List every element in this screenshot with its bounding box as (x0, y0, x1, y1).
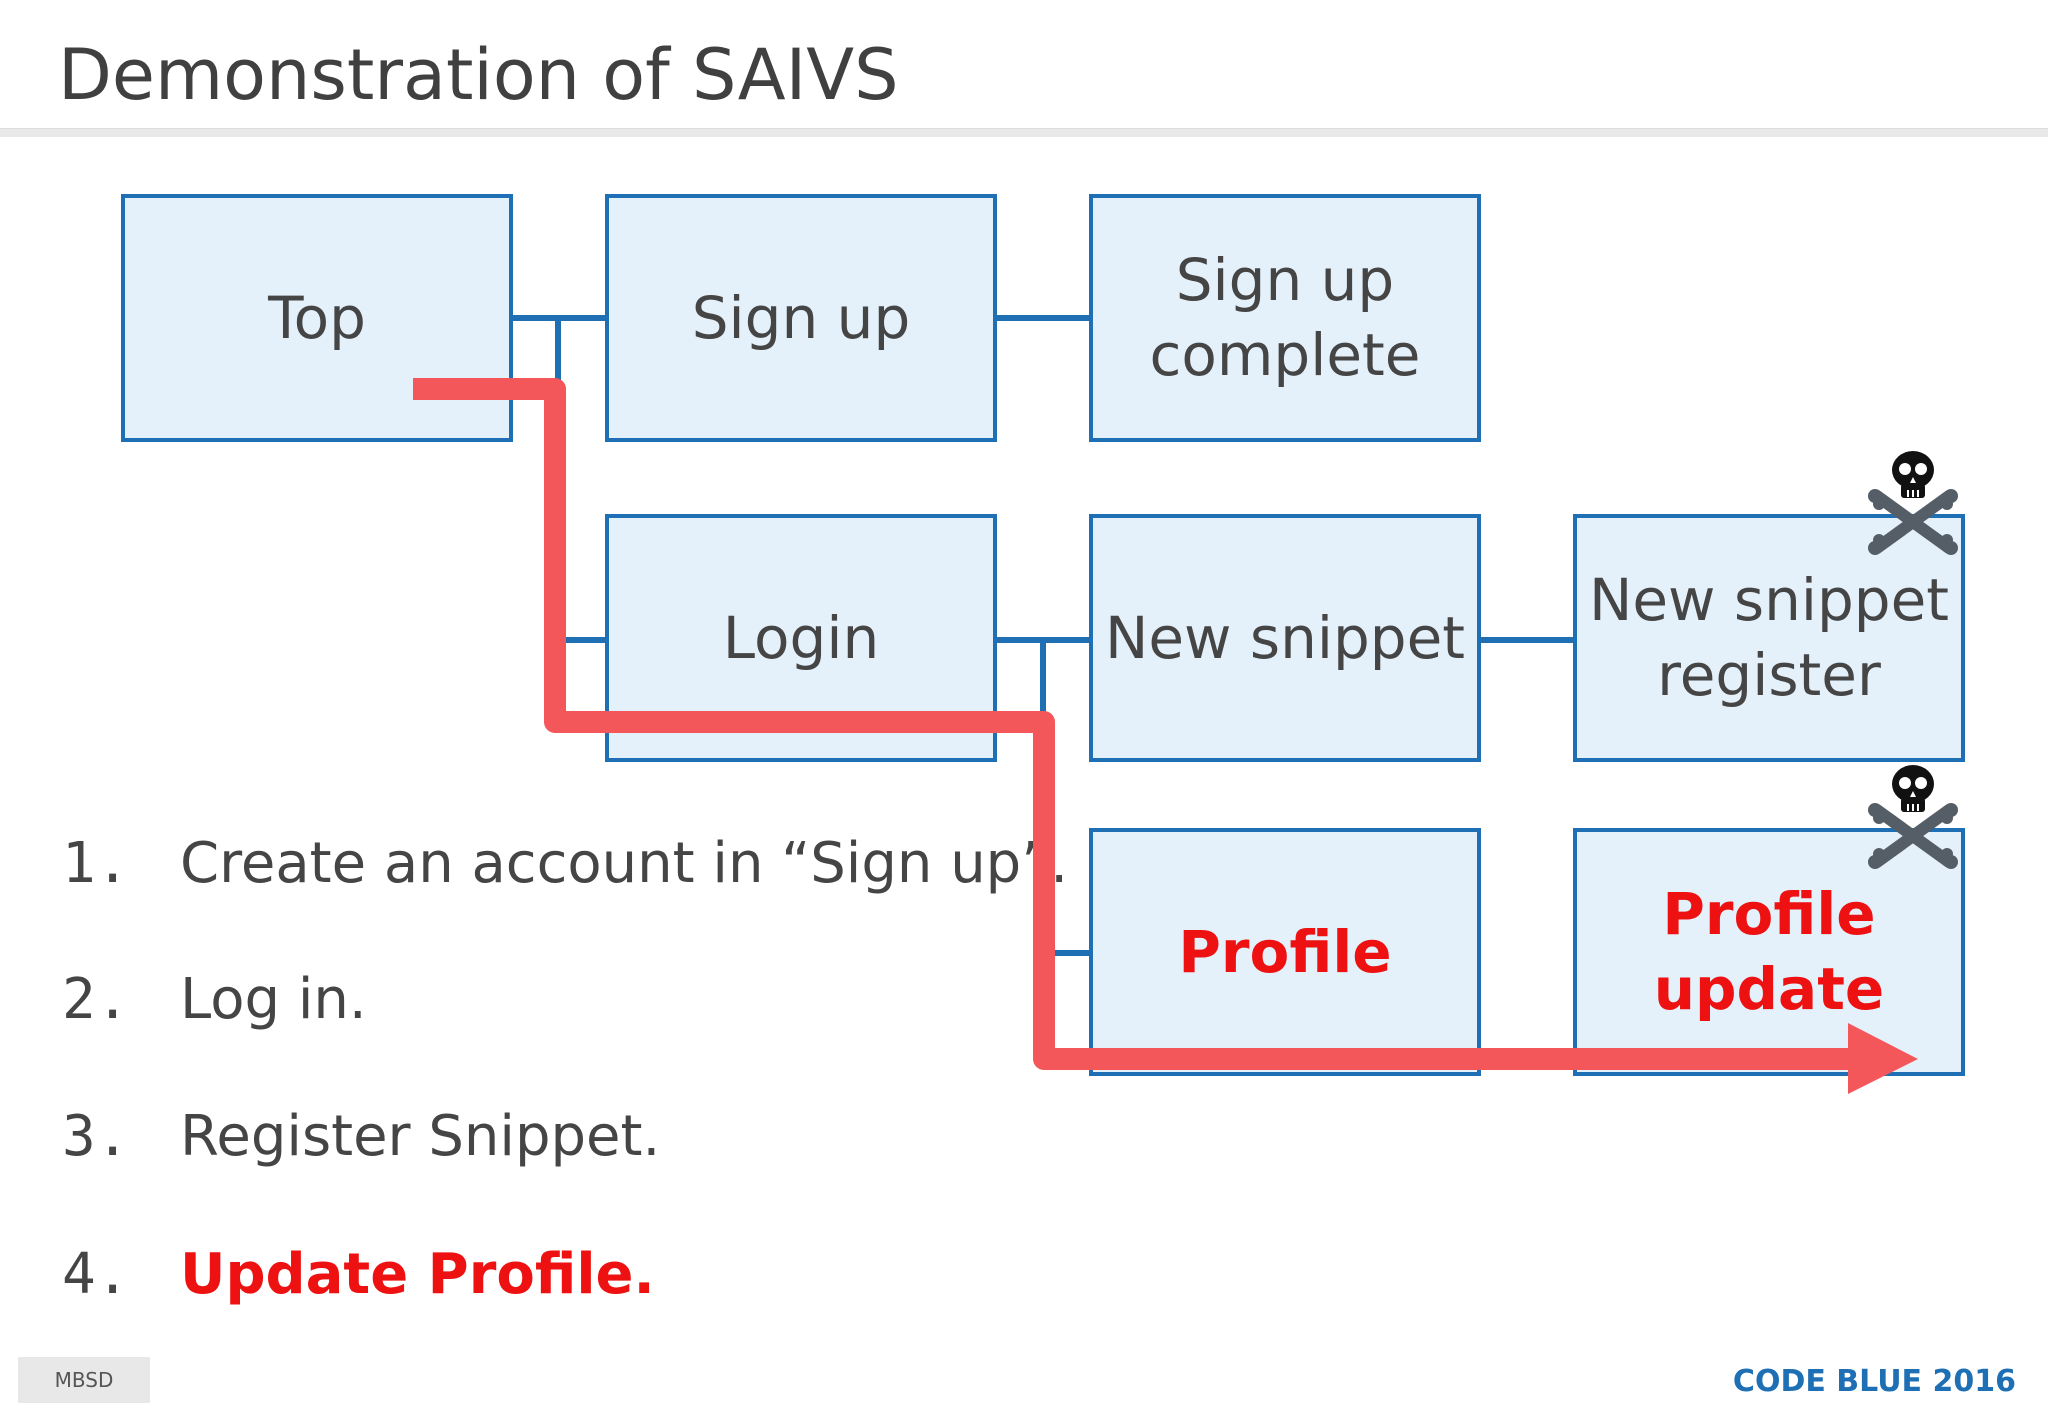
step-text: Register Snippet. (180, 1104, 661, 1169)
skull-and-crossbones-icon (1868, 451, 1958, 555)
node-new-snippet: New snippet (1089, 514, 1481, 762)
step-number: 1. (62, 831, 130, 896)
skull-and-crossbones-icon (1868, 765, 1958, 869)
step-number: 4. (62, 1242, 130, 1307)
step-text: Create an account in “Sign up”. (180, 831, 1069, 896)
node-top: Top (121, 194, 513, 442)
step-text: Update Profile. (180, 1242, 655, 1307)
node-sign-up: Sign up (605, 194, 997, 442)
step-3: 3. Register Snippet. (62, 1102, 660, 1172)
page-title: Demonstration of SAIVS (58, 34, 899, 116)
node-profile-update: Profile update (1573, 828, 1965, 1076)
footer-logo: MBSD (18, 1357, 150, 1403)
node-sign-up-complete: Sign up complete (1089, 194, 1481, 442)
title-divider (0, 128, 2048, 137)
footer-event: CODE BLUE 2016 (1732, 1364, 2016, 1399)
step-text: Log in. (180, 967, 367, 1032)
node-new-snippet-register: New snippet register (1573, 514, 1965, 762)
step-number: 2. (62, 967, 130, 1032)
traversal-arrow-head (1848, 1023, 1918, 1094)
step-number: 3. (62, 1104, 130, 1169)
step-1: 1. Create an account in “Sign up”. (62, 829, 1068, 899)
step-4: 4. Update Profile. (62, 1240, 655, 1310)
traversal-path (413, 378, 1870, 1070)
step-2: 2. Log in. (62, 965, 367, 1035)
node-profile: Profile (1089, 828, 1481, 1076)
